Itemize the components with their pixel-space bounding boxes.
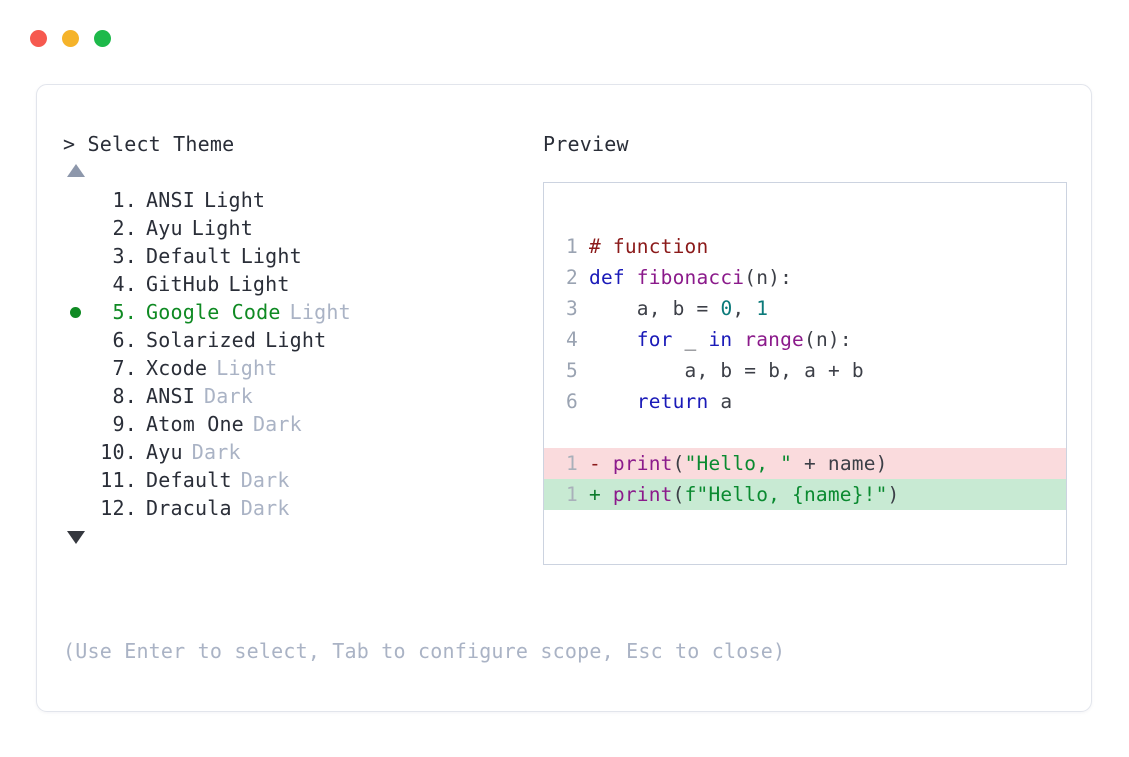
page-title: > Select Theme [63,132,235,156]
theme-item-index: 12. [100,496,137,520]
code-preview-box: 1 # function 2 def fibonacci(n): 3 a, b = 0,… [543,182,1067,565]
theme-item-name: Default [146,244,232,268]
theme-item-index: 6. [112,328,137,352]
theme-item-variant: Light [265,328,327,352]
code-line: 1 # function [544,231,1066,262]
line-number: 1 [566,483,578,506]
line-number: 1 [566,452,578,475]
theme-item-variant: Light [228,272,290,296]
theme-item-index: 10. [100,440,137,464]
theme-item-variant: Dark [203,384,253,408]
line-number: 6 [566,390,578,413]
theme-item-name: Atom One [146,412,244,436]
theme-item-index: 7. [112,356,137,380]
line-number: 4 [566,328,578,351]
theme-item-variant: Light [289,300,351,324]
theme-item-variant: Dark [191,440,241,464]
line-number: 5 [566,359,578,382]
theme-item-index: 4. [112,272,137,296]
theme-item-variant: Dark [252,412,302,436]
theme-item-index: 5. [112,300,137,324]
selection-bullet-cell [63,306,95,318]
theme-list-item[interactable]: 12. Dracula Dark [63,494,537,522]
diff-marker: - [589,452,601,475]
theme-item-variant: Light [203,188,266,212]
code-line: 6 return a [544,386,1066,417]
theme-item-variant: Dark [240,468,290,492]
code-line-text: return a [636,390,733,413]
theme-item-name: Ayu [146,216,183,240]
theme-item-name: GitHub [146,272,220,296]
line-number: 1 [566,235,578,258]
window-traffic-lights [30,30,111,47]
code-line: 4 for _ in range(n): [544,324,1066,355]
theme-list-item[interactable]: 2. Ayu Light [63,214,537,242]
code-line-text: # function [589,235,709,258]
theme-item-index: 3. [112,244,137,268]
keyboard-hint: (Use Enter to select, Tab to configure s… [63,639,786,663]
theme-item-name: ANSI [146,188,195,212]
theme-item-name: Google Code [146,300,281,324]
zoom-window-button[interactable] [94,30,111,47]
diff-line-text: - print("Hello, " + name) [589,452,888,475]
scroll-up-icon[interactable] [67,164,85,177]
minimize-window-button[interactable] [62,30,79,47]
theme-list-item[interactable]: 7. Xcode Light [63,354,537,382]
theme-item-variant: Dark [240,496,290,520]
theme-item-name: Default [146,468,232,492]
code-line-text: a, b = 0, 1 [636,297,769,320]
theme-item-index: 1. [112,188,137,212]
theme-item-variant: Light [216,356,278,380]
code-line: 5 a, b = b, a + b [544,355,1066,386]
diff-line-deletion: 1 - print("Hello, " + name) [544,448,1066,479]
theme-list-item[interactable]: 11. Default Dark [63,466,537,494]
diff-marker: + [589,483,601,506]
code-line-text: def fibonacci(n): [589,266,793,289]
theme-item-variant: Light [191,216,253,240]
theme-item-index: 2. [112,216,137,240]
theme-item-name: ANSI [146,384,195,408]
code-line-text: for _ in range(n): [636,328,852,351]
theme-item-index: 11. [100,468,137,492]
theme-item-variant: Light [240,244,302,268]
code-line: 2 def fibonacci(n): [544,262,1066,293]
diff-line-addition: 1 + print(f"Hello, {name}!") [544,479,1066,510]
theme-item-index: 9. [112,412,137,436]
theme-list-item[interactable]: 6. Solarized Light [63,326,537,354]
close-window-button[interactable] [30,30,47,47]
line-number: 2 [566,266,578,289]
selected-bullet-icon [70,306,81,318]
diff-block: 1 - print("Hello, " + name) 1 + print(f"Hel… [544,448,1066,510]
diff-line-text: + print(f"Hello, {name}!") [589,483,900,506]
theme-item-name: Solarized [146,328,257,352]
theme-list-item[interactable]: 1. ANSI Light [63,186,537,214]
theme-item-index: 8. [112,384,137,408]
theme-list-item[interactable]: 8. ANSI Dark [63,382,537,410]
theme-list-item[interactable]: 3. Default Light [63,242,537,270]
preview-panel: Preview 1 # function 2 def fibonacci(n): 3 a… [537,131,1067,565]
theme-list-item[interactable]: 5. Google Code Light [63,298,537,326]
line-number: 3 [566,297,578,320]
theme-item-name: Ayu [146,440,183,464]
theme-list-item[interactable]: 9. Atom One Dark [63,410,537,438]
preview-label: Preview [543,132,629,156]
theme-list-item[interactable]: 4. GitHub Light [63,270,537,298]
theme-item-name: Xcode [146,356,208,380]
code-line: 3 a, b = 0, 1 [544,293,1066,324]
code-block: 1 # function 2 def fibonacci(n): 3 a, b = 0,… [544,231,1066,417]
theme-list-item[interactable]: 10. Ayu Dark [63,438,537,466]
theme-item-name: Dracula [146,496,232,520]
scroll-down-icon[interactable] [67,531,85,544]
code-line-text: a, b = b, a + b [684,359,864,382]
